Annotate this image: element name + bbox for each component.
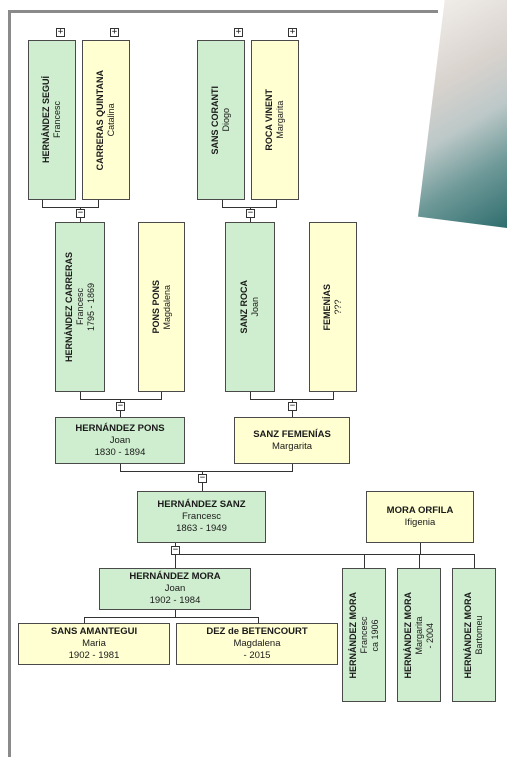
person-dates: - 2004 [424, 622, 435, 648]
background-photo [418, 0, 507, 228]
person-given-name: Maria [82, 638, 106, 649]
collapse-toggle[interactable]: − [288, 401, 297, 411]
person-given-name: Catalina [106, 103, 116, 137]
expand-toggle[interactable]: + [234, 27, 243, 37]
person-dates: 1795 - 1869 [85, 282, 96, 332]
person-name: HERNÁNDEZ MORA [347, 591, 358, 679]
person-name: HERNÁNDEZ SANZ [157, 499, 246, 510]
collapse-toggle[interactable]: − [116, 401, 125, 411]
expand-toggle[interactable]: + [288, 27, 297, 37]
person-name: HERNÁNDEZ MORA [402, 591, 413, 679]
person-dates: 1902 - 1984 [149, 595, 201, 606]
person-name: PONS PONS [150, 280, 161, 334]
person-given-name: Margarita [275, 100, 285, 139]
person-given-name: Joan [250, 297, 260, 317]
person-given-name: Diogo [221, 108, 231, 132]
person-dates: 1863 - 1949 [176, 523, 227, 534]
person-given-name: Francesc [181, 511, 222, 522]
person-card[interactable]: SANS AMANTEGUI Maria 1902 - 1981 [18, 623, 170, 665]
frame-border-top [8, 10, 438, 13]
person-given-name: Ifigenia [404, 517, 436, 528]
person-name: HERNÁNDEZ SEGUÍ [41, 76, 51, 164]
person-name: CARRERAS QUINTANA [95, 69, 105, 171]
expand-toggle[interactable]: + [56, 27, 65, 37]
person-given-name: Francesc [358, 616, 369, 654]
frame-border-left [8, 10, 11, 757]
person-card[interactable]: HERNÁNDEZ PONS Joan 1830 - 1894 [55, 417, 185, 464]
person-given-name: Joan [164, 583, 186, 594]
person-dates: ca 1906 [369, 618, 380, 652]
person-card[interactable]: FEMENÍAS??? [309, 222, 357, 392]
person-name: FEMENÍAS [322, 283, 332, 331]
person-name: HERNÁNDEZ PONS [75, 422, 165, 434]
person-card[interactable]: HERNÁNDEZ MORA Joan 1902 - 1984 [99, 568, 251, 610]
person-given-name: Margarita [413, 616, 424, 655]
person-given-name: Francesc [74, 288, 85, 326]
collapse-toggle[interactable]: − [171, 545, 180, 555]
person-card[interactable]: SANZ FEMENÍAS Margarita [234, 417, 350, 464]
person-name: HERNÁNDEZ CARRERAS [63, 251, 74, 362]
person-given-name: Margarita [271, 440, 313, 452]
person-given-name: Francesc [52, 101, 62, 139]
person-name: HERNÁNDEZ MORA [463, 591, 473, 679]
person-dates: - 2015 [243, 650, 271, 661]
person-name: MORA ORFILA [386, 505, 454, 516]
person-given-name: ??? [333, 299, 343, 315]
person-name: SANS AMANTEGUI [50, 626, 138, 637]
collapse-toggle[interactable]: − [76, 208, 85, 218]
person-dates: 1830 - 1894 [94, 446, 146, 458]
collapse-toggle[interactable]: − [246, 208, 255, 218]
person-given-name: Joan [109, 434, 131, 446]
person-name: SANZ FEMENÍAS [253, 428, 331, 440]
person-name: HERNÁNDEZ MORA [129, 571, 221, 582]
person-given-name: Magdalena [161, 284, 172, 330]
collapse-toggle[interactable]: − [198, 473, 207, 483]
person-name: SANS CORANTI [210, 85, 220, 155]
person-given-name: Magdalena [233, 638, 281, 649]
person-given-name: Bartomeu [474, 615, 484, 655]
expand-toggle[interactable]: + [110, 27, 119, 37]
person-card[interactable]: HERNÁNDEZ SANZ Francesc 1863 - 1949 [137, 491, 266, 543]
person-name: ROCA VINENT [264, 89, 274, 151]
person-card[interactable]: DEZ de BETENCOURT Magdalena - 2015 [176, 623, 338, 665]
person-name: SANZ ROCA [239, 280, 249, 334]
person-dates: 1902 - 1981 [68, 650, 120, 661]
person-card[interactable]: MORA ORFILA Ifigenia [366, 491, 474, 543]
person-name: DEZ de BETENCOURT [206, 626, 308, 637]
